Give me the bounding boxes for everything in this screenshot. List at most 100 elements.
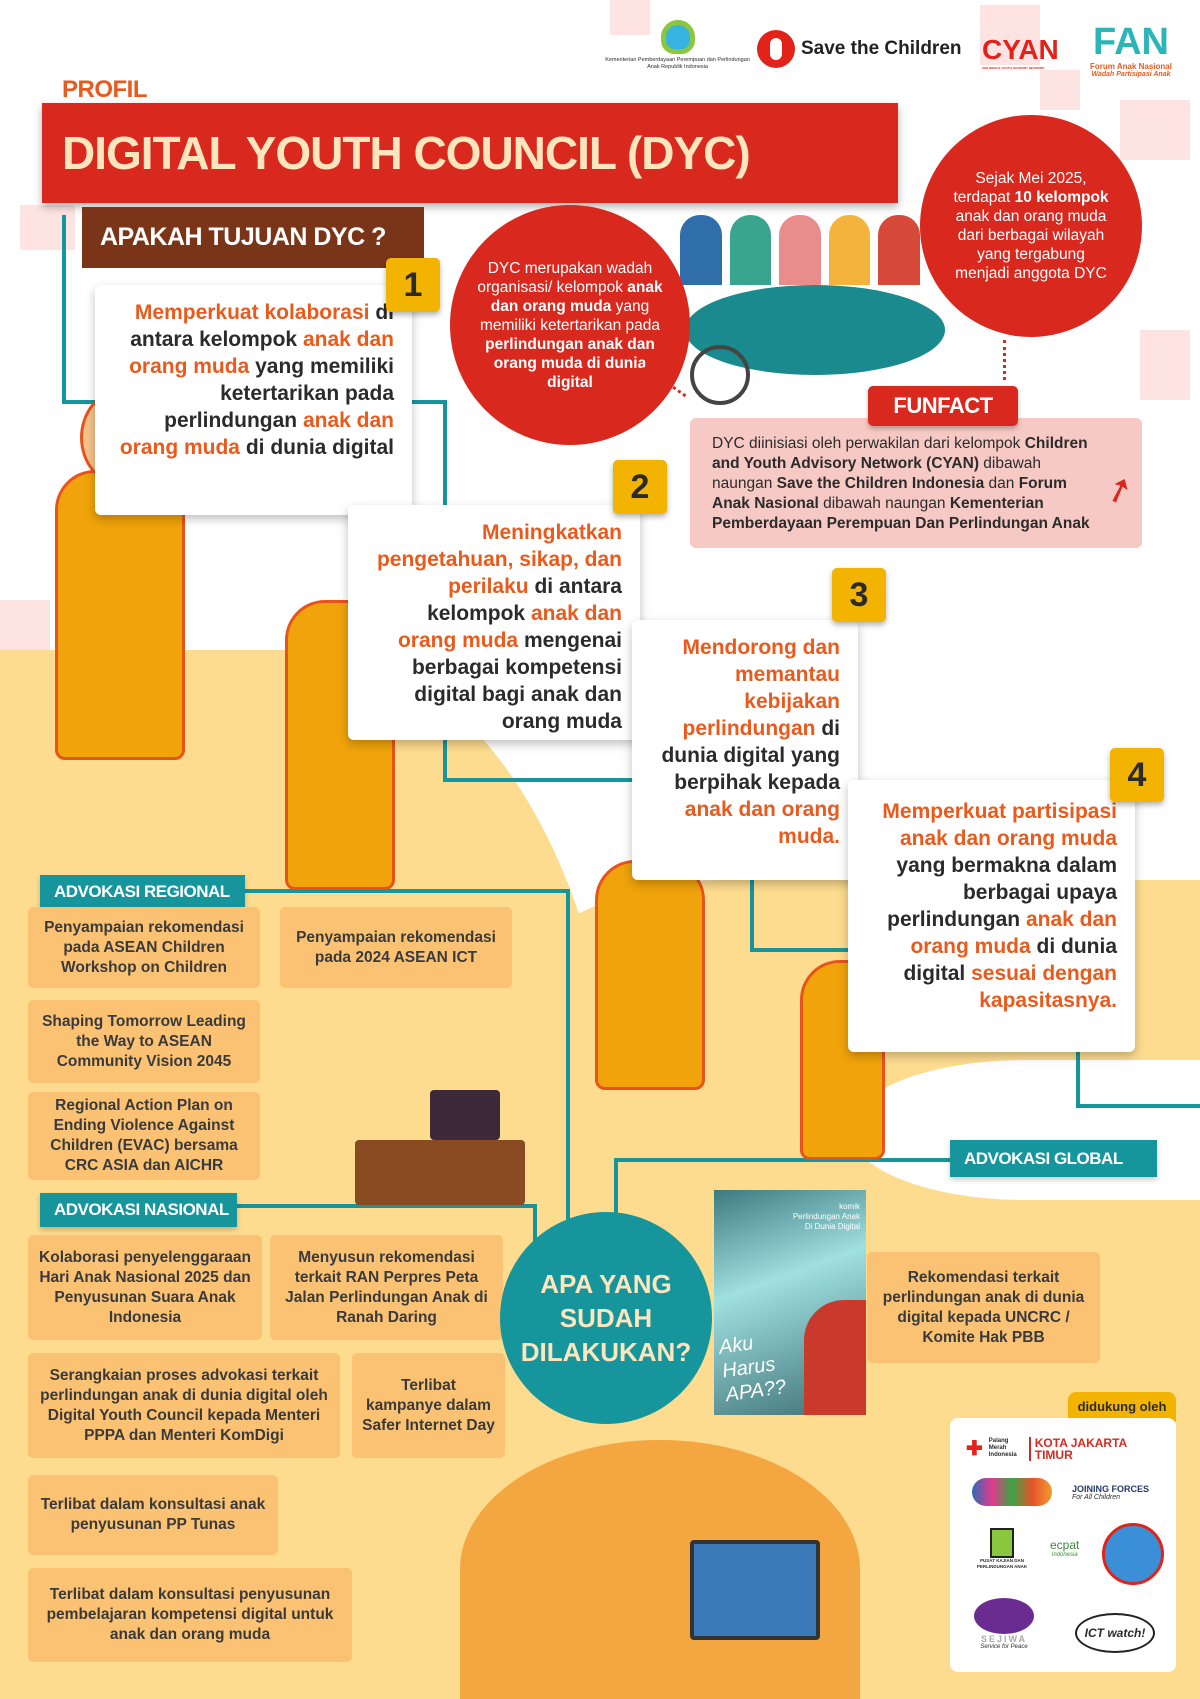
highlight-text: Meningkatkan pengetahuan, sikap, dan per… xyxy=(376,521,622,598)
background-blob xyxy=(850,1060,1200,1200)
regional-item: Penyampaian rekomendasi pada ASEAN Child… xyxy=(28,907,260,988)
fan-logo: FAN Forum Anak Nasional Wadah Partisipas… xyxy=(1086,22,1176,78)
fan-text: FAN xyxy=(1093,21,1169,63)
text-segment: di dunia digital xyxy=(903,935,1117,985)
regional-item: Penyampaian rekomendasi pada 2024 ASEAN … xyxy=(280,907,512,988)
nasional-item: Terlibat dalam konsultasi penyusunan pem… xyxy=(28,1568,352,1662)
desk-illustration xyxy=(355,1140,525,1205)
connector-line xyxy=(1076,1050,1080,1106)
bold-text: Children and Youth Advisory Network (CYA… xyxy=(712,435,1088,472)
text-segment: dibawah naungan xyxy=(818,495,950,512)
connector-line xyxy=(443,778,753,782)
character-illustration xyxy=(55,470,185,760)
ecpat-sub: Indonesia xyxy=(1051,1552,1078,1558)
ictwatch-logo: ICT watch! xyxy=(1075,1613,1155,1653)
save-the-children-logo: Save the Children xyxy=(757,30,962,68)
goal-number-badge: 4 xyxy=(1110,748,1164,802)
connector-line xyxy=(533,1204,537,1264)
highlight-text: Mendorong dan memantau kebijakan perlind… xyxy=(682,636,841,740)
comic-title: Perlindungan Anak xyxy=(792,1212,860,1221)
connector-line xyxy=(237,1204,537,1208)
kemenpppa-icon xyxy=(660,20,695,54)
bold-text: perlindungan anak dan orang muda di duni… xyxy=(485,335,655,391)
comic-cover[interactable]: komik Perlindungan Anak Di Dunia Digital… xyxy=(714,1190,866,1415)
sejiwa-icon xyxy=(974,1598,1034,1634)
bold-text: anak dan orang muda xyxy=(490,278,663,315)
group-illustration xyxy=(680,215,920,285)
goal-card-4: Memperkuat partisipasi anak dan orang mu… xyxy=(848,780,1135,1052)
bold-text: Kementerian Pemberdayaan Perempuan Dan P… xyxy=(712,495,1090,532)
bold-text: Forum Anak Nasional xyxy=(712,475,1067,512)
funfact-box: DYC diinisiasi oleh perwakilan dari kelo… xyxy=(690,418,1142,548)
what-done-circle: APA YANG SUDAH DILAKUKAN? xyxy=(500,1212,712,1424)
what-done-title: APA YANG SUDAH DILAKUKAN? xyxy=(520,1269,692,1367)
comic-handwritten: Aku Harus APA?? xyxy=(717,1332,788,1407)
fan-subtext: Forum Anak Nasional xyxy=(1090,62,1172,71)
dyc-definition-circle: DYC merupakan wadah organisasi/ kelompok… xyxy=(450,205,690,445)
nasional-item: Kolaborasi penyelenggaraan Hari Anak Nas… xyxy=(28,1235,262,1340)
sejiwa-text: SEJIWA xyxy=(980,1634,1027,1644)
red-cross-icon: ✚ xyxy=(966,1438,983,1460)
cyan-text: CYAN xyxy=(982,34,1059,65)
global-item: Rekomendasi terkait perlindungan anak di… xyxy=(867,1252,1100,1363)
nasional-label: ADVOKASI NASIONAL xyxy=(40,1193,237,1227)
sejiwa-logo: SEJIWA Service for Peace xyxy=(972,1598,1036,1650)
text-segment: yang memiliki ketertarikan pada xyxy=(479,297,661,334)
text-segment: yang memiliki ketertarikan pada perlindu… xyxy=(164,355,394,432)
highlight-text: anak dan orang muda xyxy=(397,602,622,652)
pkpa-text: PUSAT KAJIAN DAN PERLINDUNGAN ANAK xyxy=(976,1558,1028,1569)
laptop-illustration xyxy=(690,1540,820,1640)
comic-kicker: komik xyxy=(839,1202,860,1211)
joining-forces-icon xyxy=(972,1478,1052,1506)
decor-square xyxy=(1140,330,1190,400)
text-segment: anak dan orang muda dari berbagai wilaya… xyxy=(955,208,1107,282)
connector-line xyxy=(62,215,66,400)
dotted-connector xyxy=(1003,340,1006,380)
decor-square xyxy=(1120,100,1190,160)
connector-line xyxy=(566,889,570,1229)
text-segment: mengenai berbagai kompetensi digital bag… xyxy=(411,629,622,733)
character-illustration xyxy=(800,960,885,1160)
member-count-text: Sejak Mei 2025, terdapat 10 kelompok ana… xyxy=(950,169,1112,283)
highlight-text: anak dan orang muda. xyxy=(684,798,840,848)
text-segment: DYC merupakan wadah organisasi/ kelompok xyxy=(477,259,653,296)
connector-line xyxy=(614,1158,954,1162)
comic-character xyxy=(804,1300,866,1415)
character-illustration xyxy=(595,860,705,1090)
regional-item: Regional Action Plan on Ending Violence … xyxy=(28,1092,260,1180)
decor-square xyxy=(610,0,650,35)
supporters-label: didukung oleh xyxy=(1068,1392,1176,1422)
highlight-text: anak dan orang muda xyxy=(119,409,394,459)
text-segment: yang bermakna dalam berbagai upaya perli… xyxy=(887,854,1117,931)
kemenpppa-text: Kementerian Pemberdayaan Perempuan dan P… xyxy=(605,57,750,70)
global-label: ADVOKASI GLOBAL xyxy=(950,1140,1157,1177)
connector-line xyxy=(750,948,880,952)
highlight-text: Memperkuat partisipasi anak dan orang mu… xyxy=(882,800,1117,850)
page-title: DIGITAL YOUTH COUNCIL (DYC) xyxy=(62,127,751,179)
bold-text: Save the Children Indonesia xyxy=(776,475,985,492)
ecpat-text: ecpat xyxy=(1050,1538,1080,1552)
decor-square xyxy=(20,205,75,250)
goal-number-badge: 3 xyxy=(832,568,886,622)
text-segment: DYC diinisiasi oleh perwakilan dari kelo… xyxy=(712,435,1025,452)
nasional-item: Terlibat dalam konsultasi anak penyusuna… xyxy=(28,1475,278,1555)
dyc-definition-text: DYC merupakan wadah organisasi/ kelompok… xyxy=(470,259,670,392)
goal-text: Meningkatkan pengetahuan, sikap, dan per… xyxy=(366,519,622,735)
goal-card-1: Memperkuat kolaborasi di antara kelompok… xyxy=(95,285,412,515)
ecpat-logo: ecpat Indonesia xyxy=(1050,1538,1079,1558)
goal-number-badge: 1 xyxy=(386,258,440,312)
pkpa-logo: PUSAT KAJIAN DAN PERLINDUNGAN ANAK xyxy=(972,1528,1032,1570)
highlight-text: anak dan orang muda xyxy=(129,328,394,378)
connector-line xyxy=(1076,1104,1200,1108)
goal-card-2: Meningkatkan pengetahuan, sikap, dan per… xyxy=(348,505,640,740)
kemenpppa-logo: Kementerian Pemberdayaan Perempuan dan P… xyxy=(605,20,750,71)
supporters-card: ✚ Palang Merah Indonesia KOTA JAKARTA TI… xyxy=(950,1418,1176,1672)
profil-kicker: PROFIL xyxy=(62,76,148,103)
joining-forces-sub: For All Children xyxy=(1072,1493,1120,1501)
funfact-text: DYC diinisiasi oleh perwakilan dari kelo… xyxy=(712,434,1102,534)
nasional-item: Menyusun rekomendasi terkait RAN Perpres… xyxy=(270,1235,503,1340)
goal-card-3: Mendorong dan memantau kebijakan perlind… xyxy=(632,620,858,880)
pmi-text: Palang Merah Indonesia xyxy=(988,1438,1017,1458)
regional-label: ADVOKASI REGIONAL xyxy=(40,875,245,909)
